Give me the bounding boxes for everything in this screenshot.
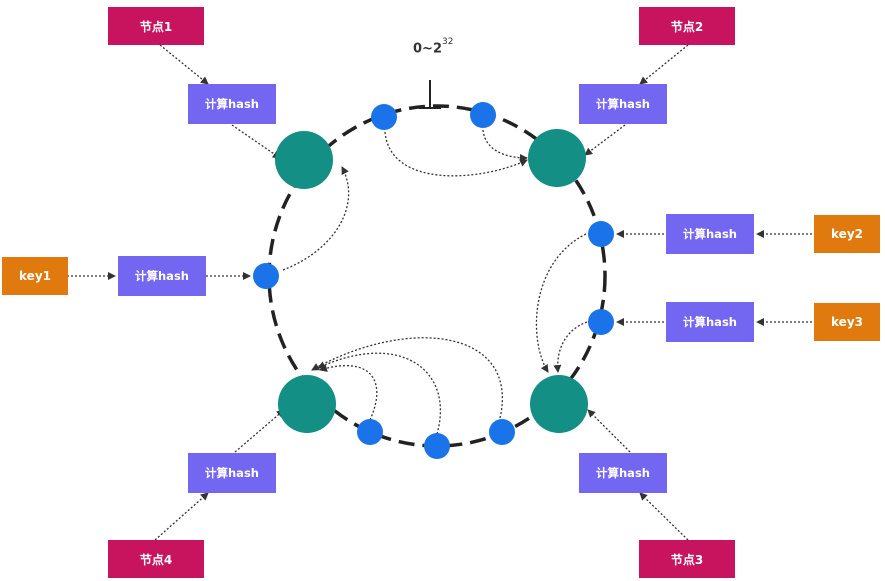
- curve-point-top-right-to-server2: [482, 129, 528, 162]
- node-2-box: 节点2: [639, 7, 735, 45]
- key-2-box: key2: [814, 215, 880, 253]
- curve-point-top-left-to-server2: [384, 131, 528, 177]
- server-circle-3: [530, 375, 588, 433]
- arrow-node4-hash: [154, 492, 209, 541]
- ring-range-label: 0~232: [413, 37, 454, 57]
- hash-box-node2: 计算hash: [579, 84, 667, 124]
- curve-key3-point-to-server3: [553, 321, 588, 373]
- point-bottom-1: [357, 419, 383, 445]
- curve-point-bottom1-to-server4: [319, 364, 378, 421]
- arrow-hash-server2: [584, 124, 626, 156]
- curve-point-bottom2-to-server4: [317, 352, 442, 435]
- arrow-node2-hash: [639, 44, 689, 85]
- curve-key1-point-to-server1: [282, 166, 350, 271]
- node-4-box: 节点4: [108, 540, 204, 578]
- arrow-node1-hash: [159, 44, 209, 85]
- key-3-box: key3: [814, 303, 880, 341]
- hash-box-node1: 计算hash: [188, 84, 276, 124]
- arrow-hash-server3: [587, 409, 631, 453]
- arrow-node3-hash: [639, 492, 689, 541]
- point-bottom-3: [489, 419, 515, 445]
- point-bottom-2: [424, 433, 450, 459]
- curve-key2-point-to-server3: [535, 233, 587, 373]
- point-key1: [253, 263, 279, 289]
- hash-box-key1: 计算hash: [118, 256, 206, 296]
- server-circle-1: [275, 131, 333, 189]
- node-1-box: 节点1: [108, 7, 204, 45]
- key-1-box: key1: [2, 257, 68, 295]
- point-key3: [588, 309, 614, 335]
- arrow-hash-server1: [231, 124, 281, 159]
- hash-box-node3: 计算hash: [579, 453, 667, 493]
- ring-range-exponent: 32: [441, 37, 454, 47]
- server-circle-4: [278, 375, 336, 433]
- hash-box-key2: 计算hash: [666, 214, 754, 254]
- hash-box-node4: 计算hash: [188, 453, 276, 493]
- node-3-box: 节点3: [639, 540, 735, 578]
- curve-point-bottom3-to-server4: [311, 337, 503, 419]
- point-top-right: [470, 102, 496, 128]
- point-top-left: [371, 104, 397, 130]
- point-key2: [588, 221, 614, 247]
- server-circle-2: [528, 129, 586, 187]
- arrow-hash-server4: [234, 409, 285, 453]
- ring-range-base: 0~2: [413, 41, 442, 57]
- hash-box-key3: 计算hash: [666, 302, 754, 342]
